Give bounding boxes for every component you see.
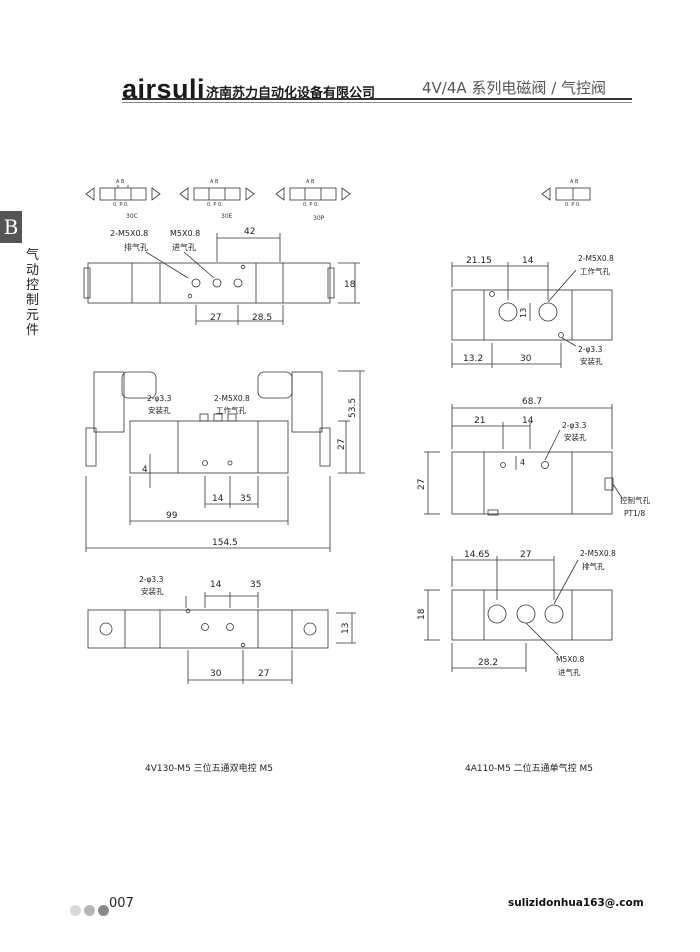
left-front-mount-text: 安装孔 [148,405,171,415]
caption-4a110: 4A110-M5 二位五通单气控 M5 [465,762,593,774]
left-top-view [83,233,360,325]
page-number: 007 [109,896,134,911]
left-front-work-label: 2-M5X0.8 [214,394,250,403]
footer-dots [70,900,112,919]
symbol-label-30c: 30C [126,213,138,220]
right-bottom-exhaust-text: 排气孔 [582,561,605,571]
symbol-label-30p: 30P [313,215,325,222]
right-bottom-inlet-label: M5X0.8 [556,655,585,664]
valve-symbol-right: A B 0. P 0. [541,179,591,208]
left-front-mount-label: 2-φ3.3 [147,394,172,403]
dim-35-bottom: 35 [250,580,261,590]
dim-30: 30 [210,669,222,679]
caption-4v130: 4V130-M5 三位五通双电控 M5 [145,762,273,774]
dim-27-right-bottom: 27 [520,550,531,560]
right-front-mount-text: 安装孔 [564,432,587,442]
dim-13-right: 13 [519,308,528,318]
right-bottom-view [424,556,613,672]
left-top-exhaust-label: 2-M5X0.8 [110,229,148,238]
series-title: 4V/4A 系列电磁阀 / 气控阀 [422,79,607,97]
dim-14: 14 [212,494,224,504]
left-front-work-text: 工作气孔 [216,405,246,415]
footer-dot-icon [84,905,95,916]
symbol-ports-top: A B [570,179,579,185]
dim-18-right: 18 [417,608,427,620]
left-top-inlet-label: M5X0.8 [170,229,200,238]
symbol-label-30e: 30E [221,213,233,220]
left-bottom-mount-text: 安装孔 [141,586,164,596]
dim-35: 35 [240,494,251,504]
company-name: 济南苏力自动化设备有限公司 [206,86,376,101]
right-front-mount-label: 2-φ3.3 [562,421,587,430]
left-top-inlet-text: 进气孔 [172,242,196,252]
symbol-ports-bottom: 0. P 0. [113,202,129,208]
dim-27-bottom: 27 [258,669,269,679]
right-front-pilot-text: 控制气孔 [620,495,650,505]
right-top-work-label: 2-M5X0.8 [578,254,614,263]
dim-21-15: 21.15 [466,256,492,266]
header-rule-thin [122,102,632,103]
right-top-mount-label: 2-φ3.3 [578,345,603,354]
dim-28-2: 28.2 [478,658,498,668]
right-top-view [451,262,613,368]
dim-68-7: 68.7 [522,397,542,407]
dim-27-right: 27 [417,479,427,490]
symbol-ports-top: A B [210,179,219,185]
right-top-work-text: 工作气孔 [580,266,610,276]
contact-email: sulizidonhua163@.com [508,897,644,909]
dim-14-right-front: 14 [522,416,534,426]
right-bottom-inlet-text: 进气孔 [558,667,581,677]
valve-symbol-30c: A B 0. P 0. 30C [85,179,161,220]
dim-53-5: 53.5 [348,398,358,418]
dim-4-right: 4 [520,458,525,467]
dim-28-5: 28.5 [252,313,272,323]
valve-symbol-30p: A B 0. P 0. 30P [275,179,351,222]
dim-14-bottom: 14 [210,580,222,590]
symbol-ports-bottom: 0. P 0. [565,202,581,208]
symbol-ports-top: A B [306,179,315,185]
footer-dot-icon [70,905,81,916]
left-bottom-mount-label: 2-φ3.3 [139,575,164,584]
dim-42: 42 [244,227,255,237]
dim-21: 21 [474,416,485,426]
right-top-mount-text: 安装孔 [580,356,603,366]
section-label: 气动控制元件 [26,248,40,338]
dim-18: 18 [344,280,356,290]
dim-14-right: 14 [522,256,534,266]
section-tab: B [0,211,22,243]
dim-27-front: 27 [337,439,347,450]
header-rule [122,98,632,100]
left-bottom-view [87,592,356,684]
dim-99: 99 [166,511,178,521]
dim-27: 27 [210,313,221,323]
symbol-ports-bottom: 0. P 0. [303,202,319,208]
footer-dot-icon [98,905,109,916]
symbol-ports-bottom: 0. P 0. [207,202,223,208]
right-front-pilot-thread: PT1/8 [624,509,645,518]
dim-13: 13 [341,623,351,634]
symbol-ports-top: A B [116,179,125,185]
right-bottom-exhaust-label: 2-M5X0.8 [580,549,616,558]
dim-4: 4 [142,465,148,475]
dim-14-65: 14.65 [464,550,490,560]
left-front-view [85,370,365,552]
dim-154-5: 154.5 [212,538,238,548]
dim-30-right: 30 [520,354,532,364]
valve-symbol-30e: A B 0. P 0. 30E [179,179,255,220]
dim-13-2: 13.2 [463,354,483,364]
right-front-view [424,404,623,516]
left-top-exhaust-text: 排气孔 [124,242,148,252]
